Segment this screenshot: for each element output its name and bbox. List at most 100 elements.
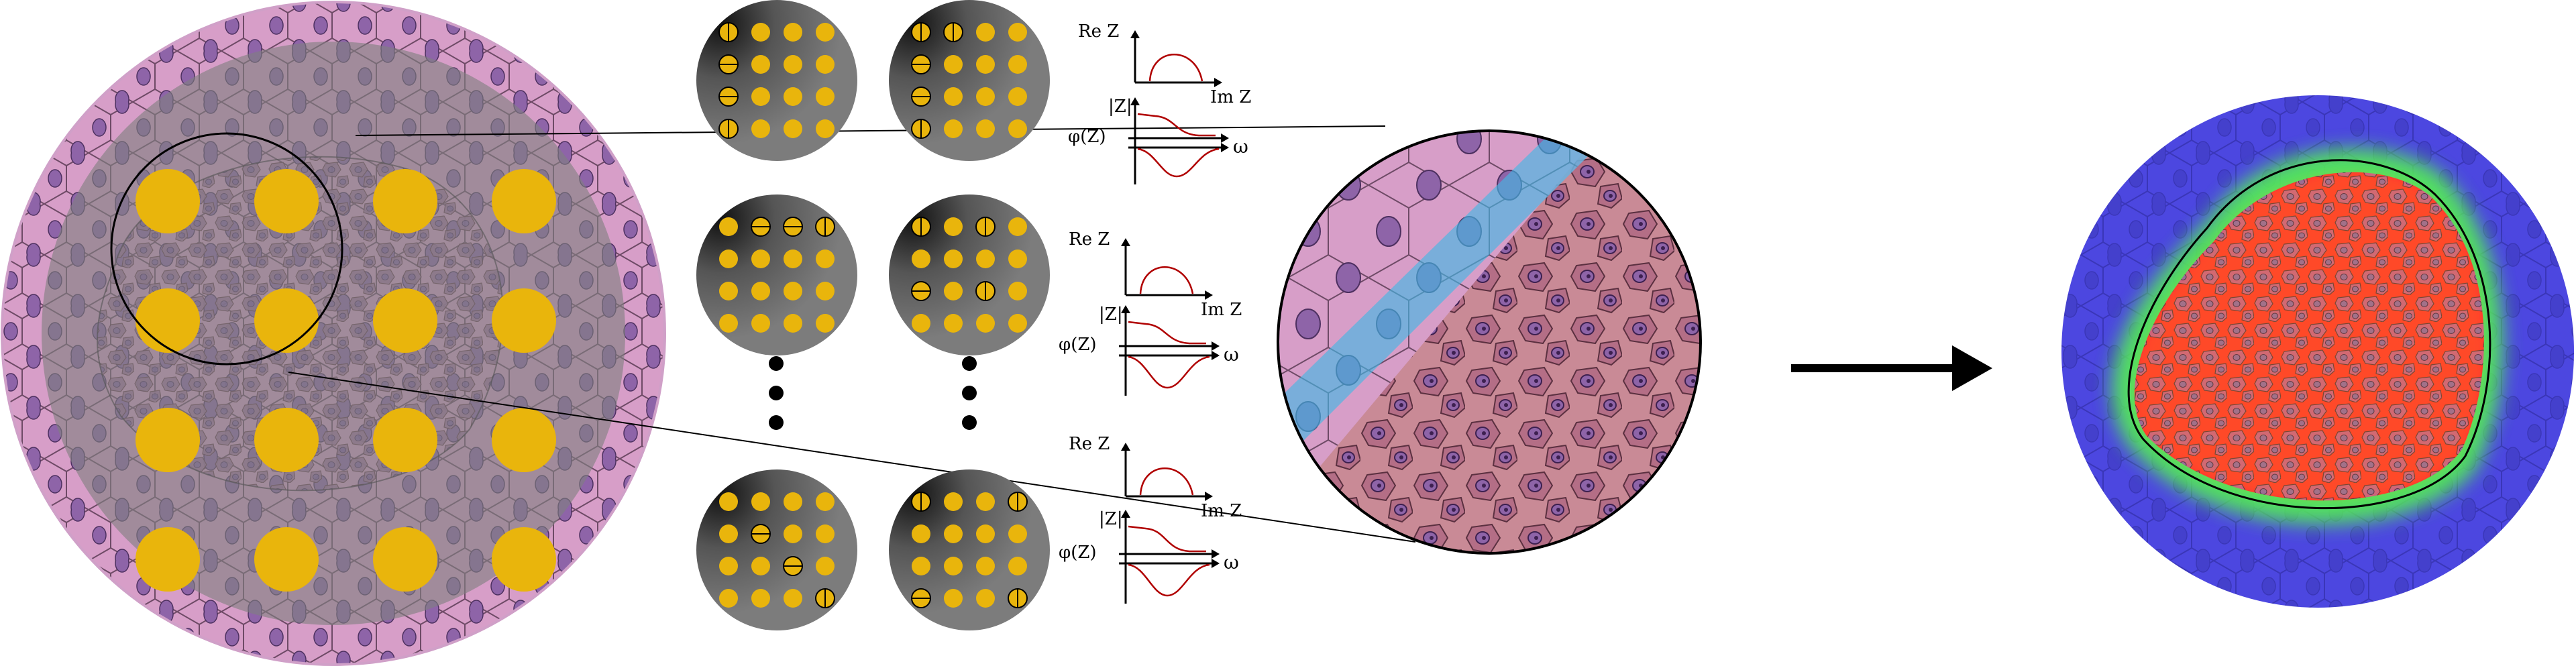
sensor-electrode <box>912 557 930 575</box>
sensor-electrode <box>719 249 738 268</box>
ellipsis-right <box>962 356 977 430</box>
sensor-electrode <box>719 557 738 575</box>
tumor-boundary <box>2127 159 2491 510</box>
sensor-disc <box>696 0 857 161</box>
nyquist-curve <box>1139 467 1194 496</box>
phase-curve <box>1137 148 1220 178</box>
axis-label-im-z: Im Z <box>1210 87 1251 107</box>
sensor-electrode <box>816 524 835 543</box>
sensor-electrode <box>816 249 835 268</box>
sensor-electrode <box>944 217 963 236</box>
electrode <box>254 288 319 353</box>
sensor-electrode <box>976 589 995 608</box>
electrode <box>492 288 556 353</box>
sensor-electrode <box>944 87 963 106</box>
sensor-electrode <box>1008 23 1027 42</box>
axis-label-omega: ω <box>1233 135 1248 158</box>
sensor-electrode <box>751 87 770 106</box>
sensor-electrode <box>1008 87 1027 106</box>
sensor-disc <box>889 469 1050 630</box>
sensor-electrode <box>944 55 963 74</box>
zoom-line-bottom <box>288 372 1416 543</box>
sensor-electrode <box>751 23 770 42</box>
sensor-electrode <box>719 492 738 511</box>
sensor-electrode <box>751 55 770 74</box>
axis-label-re-z: Re Z <box>1069 434 1110 454</box>
sensor-pattern <box>696 195 857 355</box>
sensor-electrode <box>976 314 995 333</box>
sensor-electrode <box>1008 282 1027 300</box>
sensor-electrode <box>1008 249 1027 268</box>
sensor-electrode <box>976 492 995 511</box>
axis-label-abs-z: |Z| <box>1099 509 1123 529</box>
sensor-electrode <box>784 249 802 268</box>
electrode <box>136 527 200 592</box>
axis-label-re-z: Re Z <box>1078 21 1119 42</box>
sensor-electrode <box>1008 119 1027 138</box>
sensor-electrode <box>944 589 963 608</box>
sensor-pattern <box>889 469 1050 630</box>
sensor-electrode <box>816 87 835 106</box>
sensor-electrode <box>976 557 995 575</box>
phase-curve <box>1128 563 1210 597</box>
sensor-electrode <box>816 314 835 333</box>
electrode <box>136 408 200 472</box>
sensor-electrode <box>976 23 995 42</box>
magnitude-curve <box>1137 113 1216 137</box>
sensor-electrode <box>976 524 995 543</box>
axis-label-phi-z: φ(Z) <box>1068 127 1106 147</box>
sensor-electrode <box>944 492 963 511</box>
sensor-electrode <box>816 119 835 138</box>
measurement-patterns <box>696 0 1050 630</box>
electrode <box>492 408 556 472</box>
tumor-tissue <box>1278 131 1701 553</box>
impedance-plots: Re ZIm Z|Z|φ(Z)ωRe ZIm Z|Z|φ(Z)ωRe ZIm Z… <box>1059 21 1251 604</box>
result-arrow <box>1791 345 1992 391</box>
sensor-electrode <box>784 23 802 42</box>
electrode <box>373 408 437 472</box>
electrode <box>492 527 556 592</box>
sensor-electrode <box>816 557 835 575</box>
sensor-disc <box>696 469 857 630</box>
zoom-view <box>1277 129 1702 555</box>
sensor-electrode <box>784 314 802 333</box>
electrode-array <box>136 169 556 592</box>
sensor-electrode <box>912 249 930 268</box>
axis-label-phi-z: φ(Z) <box>1059 335 1097 355</box>
sensor-electrode <box>976 55 995 74</box>
axis-label-im-z: Im Z <box>1201 501 1242 521</box>
sensor-electrode <box>1008 314 1027 333</box>
sensor-electrode <box>751 249 770 268</box>
tissue-sample <box>1 1 666 666</box>
electrode <box>136 288 200 353</box>
sensor-electrode <box>719 589 738 608</box>
sensor-disc <box>889 0 1050 161</box>
sensor-electrode <box>784 55 802 74</box>
sensor-electrode <box>944 557 963 575</box>
sensor-electrode <box>816 55 835 74</box>
reconstruction-map <box>2061 95 2574 608</box>
axis-label-abs-z: |Z| <box>1099 304 1123 325</box>
sensor-electrode <box>1008 557 1027 575</box>
ellipsis-left <box>769 356 784 430</box>
electrode <box>373 288 437 353</box>
phase-curve <box>1128 355 1210 389</box>
electrode <box>254 527 319 592</box>
sensor-electrode <box>784 87 802 106</box>
sensor-electrode <box>1008 217 1027 236</box>
sensor-electrode <box>816 282 835 300</box>
sensor-electrode <box>944 249 963 268</box>
sensor-electrode <box>784 282 802 300</box>
zoom-line-top <box>355 125 1386 136</box>
sensor-electrode <box>784 492 802 511</box>
sensor-electrode <box>784 589 802 608</box>
magnitude-curve <box>1128 525 1206 553</box>
sensor-electrode <box>719 524 738 543</box>
electrode <box>254 408 319 472</box>
sensor-electrode <box>751 557 770 575</box>
nyquist-curve <box>1139 266 1194 294</box>
sensor-electrode <box>944 314 963 333</box>
sensor-electrode <box>944 119 963 138</box>
sensor-electrode <box>784 119 802 138</box>
